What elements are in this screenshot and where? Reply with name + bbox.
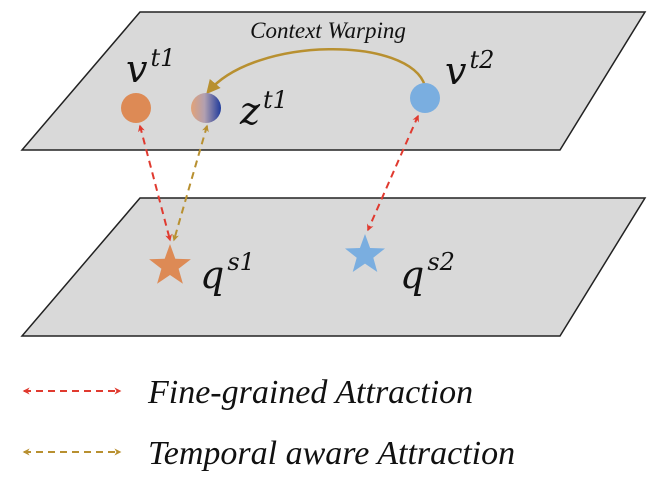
legend-fine-grained-label: Fine-grained Attraction bbox=[147, 374, 473, 411]
upper-plane bbox=[20, 11, 647, 151]
fine-grained-arrow-2 bbox=[367, 114, 419, 232]
legend-temporal-aware-label: Temporal aware Attraction bbox=[148, 435, 515, 472]
node-v-t1 bbox=[121, 93, 151, 123]
temporal-aware-arrow bbox=[172, 124, 209, 242]
node-z-t1 bbox=[191, 93, 221, 123]
fine-grained-arrow-1 bbox=[138, 124, 172, 242]
context-warping-arrow bbox=[206, 48, 427, 95]
star-q-s1 bbox=[149, 244, 191, 284]
star-q-s2 bbox=[345, 234, 385, 272]
node-v-t2 bbox=[410, 83, 440, 113]
context-warping-label: Context Warping bbox=[250, 18, 406, 43]
lower-plane bbox=[20, 197, 647, 337]
